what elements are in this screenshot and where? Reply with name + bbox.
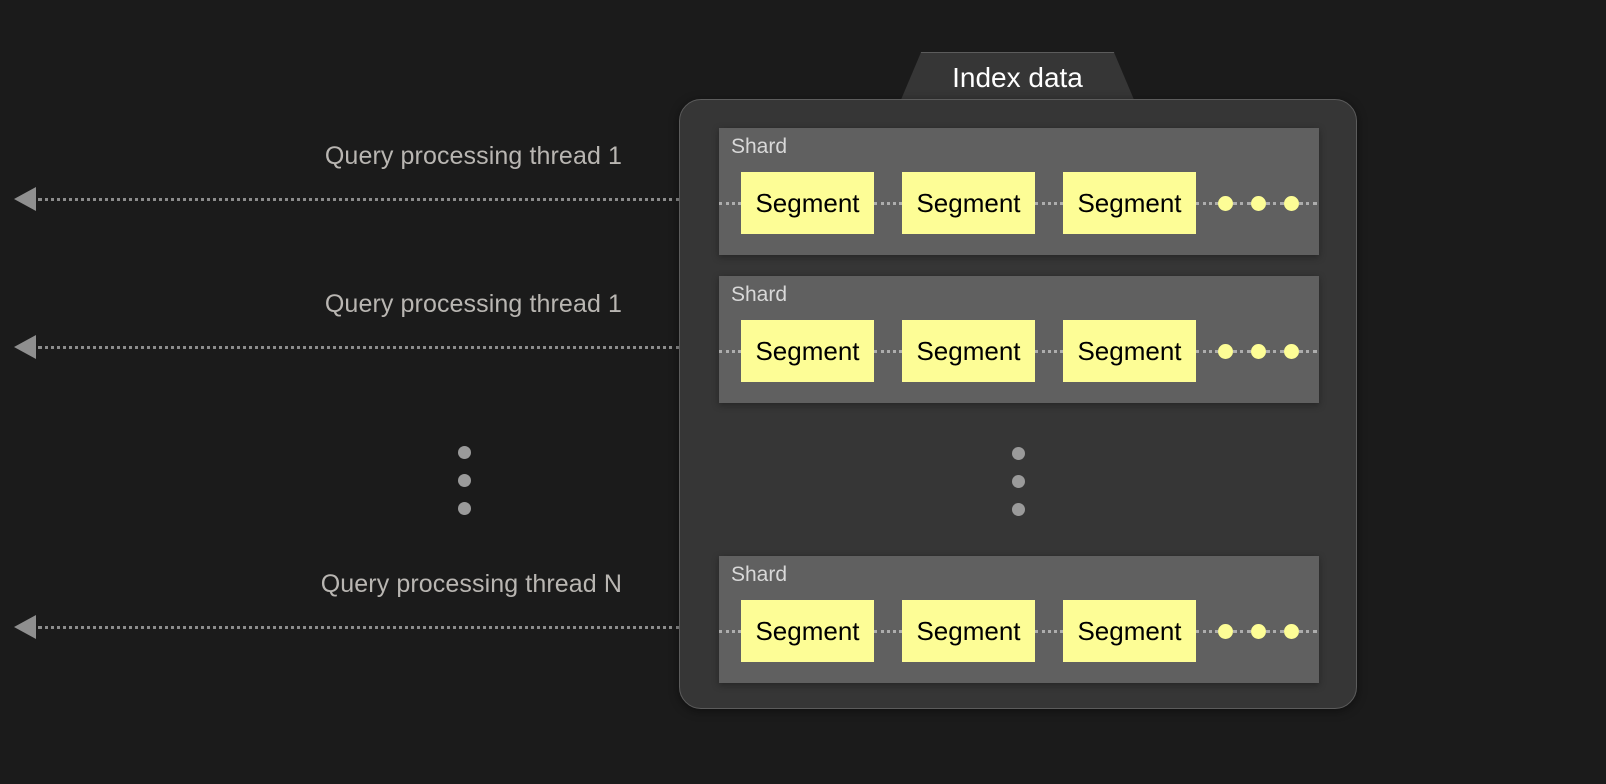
segment-connector-dash xyxy=(1299,629,1317,633)
ellipsis-dot xyxy=(458,502,471,515)
segment-connector-dash xyxy=(719,349,741,353)
thread-label-2: Query processing thread 1 xyxy=(324,290,622,318)
segment-ellipsis-dot xyxy=(1251,195,1266,211)
segment-connector-dash xyxy=(1266,349,1284,353)
segment-label: Segment xyxy=(1077,335,1182,366)
shard-label: Shard xyxy=(731,135,788,158)
segment-connector-dash xyxy=(1233,201,1251,205)
thread-arrow-head-3 xyxy=(14,615,36,639)
segment-box: Segment xyxy=(741,600,874,662)
segment-connector-dash xyxy=(719,629,741,633)
segment-connector-dash xyxy=(1266,629,1284,633)
segment-ellipsis-dot xyxy=(1284,623,1299,639)
index-data-panel: Shard Segment Segment Segment xyxy=(679,99,1357,709)
ellipsis-dot xyxy=(458,474,471,487)
thread-row-1: Query processing thread 1 xyxy=(0,142,680,222)
segment-connector-dash xyxy=(1196,201,1218,205)
segment-connector-dash xyxy=(1196,349,1218,353)
segment-connector-dash xyxy=(1233,349,1251,353)
segment-box: Segment xyxy=(1063,320,1196,382)
segments-row: Segment Segment Segment xyxy=(719,320,1319,382)
segment-connector-dash xyxy=(1035,629,1063,633)
thread-arrow-line-1 xyxy=(38,198,680,201)
segment-connector-dash xyxy=(874,629,902,633)
ellipsis-dot xyxy=(1012,475,1025,488)
segment-ellipsis-dot xyxy=(1218,195,1233,211)
segment-ellipsis-dot xyxy=(1251,343,1266,359)
segment-connector-dash xyxy=(1299,201,1317,205)
thread-label-3: Query processing thread N xyxy=(320,570,622,598)
segment-connector-dash xyxy=(1233,629,1251,633)
segment-connector-dash xyxy=(874,201,902,205)
thread-arrow-head-1 xyxy=(14,187,36,211)
segment-connector-dash xyxy=(1266,201,1284,205)
segment-connector-dash xyxy=(1035,201,1063,205)
ellipsis-dot xyxy=(1012,503,1025,516)
panel-vertical-ellipsis xyxy=(1012,447,1025,516)
thread-arrow-line-2 xyxy=(38,346,680,349)
segment-box: Segment xyxy=(902,320,1035,382)
segment-connector-dash xyxy=(1299,349,1317,353)
index-data-title: Index data xyxy=(952,61,1083,93)
ellipsis-dot xyxy=(458,446,471,459)
segment-label: Segment xyxy=(1077,615,1182,646)
segment-connector-dash xyxy=(874,349,902,353)
thread-arrow-head-2 xyxy=(14,335,36,359)
thread-row-2: Query processing thread 1 xyxy=(0,290,680,370)
segment-box: Segment xyxy=(741,320,874,382)
segment-label: Segment xyxy=(755,187,860,218)
segment-box: Segment xyxy=(1063,172,1196,234)
index-data-tab: Index data xyxy=(900,52,1135,102)
segment-box: Segment xyxy=(1063,600,1196,662)
shard-label: Shard xyxy=(731,563,788,586)
segment-label: Segment xyxy=(755,615,860,646)
segment-ellipsis-dot xyxy=(1284,195,1299,211)
segment-ellipsis-dot xyxy=(1251,623,1266,639)
segment-label: Segment xyxy=(916,335,1021,366)
thread-label-1: Query processing thread 1 xyxy=(324,142,622,170)
ellipsis-dot xyxy=(1012,447,1025,460)
segments-row: Segment Segment Segment xyxy=(719,600,1319,662)
segment-box: Segment xyxy=(902,600,1035,662)
shard-1: Shard Segment Segment Segment xyxy=(719,128,1319,255)
segment-label: Segment xyxy=(916,187,1021,218)
shard-label: Shard xyxy=(731,283,788,306)
segments-row: Segment Segment Segment xyxy=(719,172,1319,234)
shard-2: Shard Segment Segment Segment xyxy=(719,276,1319,403)
segment-label: Segment xyxy=(916,615,1021,646)
left-vertical-ellipsis xyxy=(458,446,471,515)
segment-connector-dash xyxy=(719,201,741,205)
thread-row-3: Query processing thread N xyxy=(0,570,680,650)
segment-connector-dash xyxy=(1196,629,1218,633)
thread-arrow-line-3 xyxy=(38,626,680,629)
segment-label: Segment xyxy=(755,335,860,366)
segment-connector-dash xyxy=(1035,349,1063,353)
segment-box: Segment xyxy=(741,172,874,234)
segment-ellipsis-dot xyxy=(1218,623,1233,639)
segment-ellipsis-dot xyxy=(1218,343,1233,359)
segment-label: Segment xyxy=(1077,187,1182,218)
shard-3: Shard Segment Segment Segment xyxy=(719,556,1319,683)
segment-ellipsis-dot xyxy=(1284,343,1299,359)
segment-box: Segment xyxy=(902,172,1035,234)
